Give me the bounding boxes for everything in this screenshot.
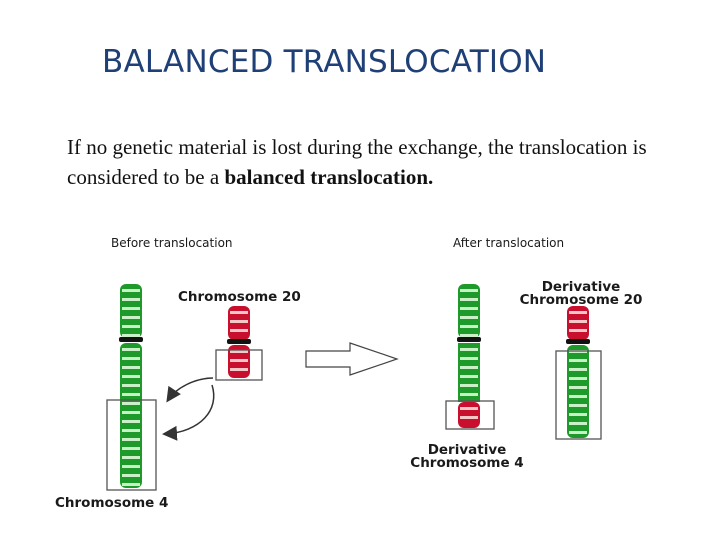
chromosome-band <box>569 422 587 425</box>
chromosome-band <box>460 407 478 410</box>
chromosome-band <box>230 311 248 314</box>
derivative-4-line-2: Chromosome 4 <box>410 455 524 471</box>
chromosome-band <box>569 413 587 416</box>
chromosome-band <box>460 298 478 301</box>
chromosome-band <box>122 316 140 319</box>
chromosome-band <box>460 348 478 351</box>
chromosome-20-label: Chromosome 20 <box>178 289 301 305</box>
transition-arrow-icon <box>305 342 399 376</box>
chromosome-band <box>122 447 140 450</box>
derivative-chromosome-4-label: Derivative Chromosome 4 <box>391 442 543 471</box>
chromosome-band <box>122 384 140 387</box>
chromosome-band <box>122 429 140 432</box>
chromosome-4-label: Chromosome 4 <box>55 495 169 511</box>
chromosome-band <box>122 393 140 396</box>
chromosome-band <box>569 386 587 389</box>
chromosome-band <box>569 395 587 398</box>
chromosome-band <box>460 325 478 328</box>
chromosome-band <box>122 375 140 378</box>
chromosome-band <box>460 416 478 419</box>
chromosome-band <box>460 316 478 319</box>
chromosome-band <box>122 402 140 405</box>
chromosome-band <box>460 307 478 310</box>
chromosome-band <box>122 325 140 328</box>
slide-body-text: If no genetic material is lost during th… <box>67 132 707 192</box>
chromosome-band <box>569 320 587 323</box>
centromere <box>566 339 590 344</box>
chromosome-arm <box>120 284 142 338</box>
chromosome-band <box>122 456 140 459</box>
chromosome-band <box>122 474 140 477</box>
chromosome-4-before <box>119 284 143 488</box>
chromosome-band <box>569 431 587 434</box>
chromosome-band <box>122 348 140 351</box>
chromosome-band <box>122 411 140 414</box>
after-translocation-label: After translocation <box>453 236 565 250</box>
chromosome-20-segment-box <box>215 349 263 381</box>
centromere <box>227 339 251 344</box>
chromosome-band <box>122 289 140 292</box>
chromosome-band <box>569 368 587 371</box>
chromosome-band <box>569 329 587 332</box>
chromosome-band <box>460 289 478 292</box>
chromosome-band <box>460 334 478 337</box>
chromosome-band <box>230 320 248 323</box>
chromosome-arm <box>458 284 480 338</box>
chromosome-band <box>122 438 140 441</box>
chromosome-band <box>230 368 248 371</box>
derivative-20-line-2: Chromosome 20 <box>519 292 643 308</box>
chromosome-band <box>230 329 248 332</box>
chromosome-band <box>122 307 140 310</box>
derivative-20-segment-box <box>555 350 602 440</box>
chromosome-20-before <box>227 306 251 378</box>
derivative-chromosome-20 <box>566 306 590 438</box>
chromosome-band <box>122 357 140 360</box>
chromosome-arm <box>120 343 142 488</box>
chromosome-arm <box>458 402 480 428</box>
derivative-chromosome-4 <box>457 284 481 428</box>
body-text-bold: balanced translocation. <box>224 165 434 189</box>
derivative-4-segment-box <box>445 400 495 430</box>
chromosome-band <box>569 377 587 380</box>
exchange-arrow-upper <box>166 377 214 403</box>
derivative-4-line-1: Derivative <box>427 442 507 458</box>
chromosome-band <box>460 393 478 396</box>
chromosome-band <box>460 357 478 360</box>
chromosome-band <box>230 350 248 353</box>
chromosome-band <box>569 404 587 407</box>
derivative-20-line-1: Derivative <box>541 279 621 295</box>
before-translocation-label: Before translocation <box>111 236 233 250</box>
chromosome-band <box>122 334 140 337</box>
chromosome-band <box>122 298 140 301</box>
chromosome-band <box>230 359 248 362</box>
chromosome-band <box>122 420 140 423</box>
chromosome-band <box>569 311 587 314</box>
derivative-chromosome-20-label: Derivative Chromosome 20 <box>498 279 664 308</box>
centromere <box>457 337 481 342</box>
slide-title: BALANCED TRANSLOCATION <box>102 44 547 80</box>
chromosome-band <box>460 366 478 369</box>
chromosome-band <box>122 465 140 468</box>
chromosome-band <box>460 375 478 378</box>
chromosome-4-segment-box <box>106 399 157 491</box>
exchange-arrow-lower <box>162 384 215 441</box>
centromere <box>119 337 143 342</box>
chromosome-band <box>569 359 587 362</box>
chromosome-band <box>122 483 140 486</box>
chromosome-band <box>122 366 140 369</box>
body-text-regular: If no genetic material is lost during th… <box>67 135 647 189</box>
chromosome-band <box>460 384 478 387</box>
